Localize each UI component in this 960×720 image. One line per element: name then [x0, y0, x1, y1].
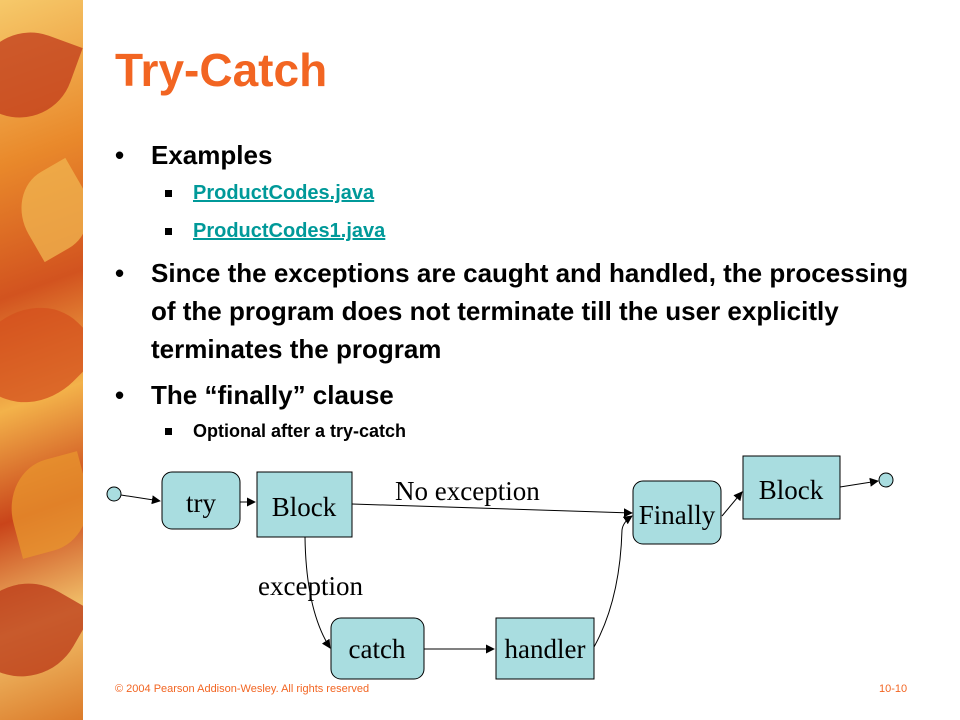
bullet-finally-clause: • The “finally” clause [115, 376, 915, 414]
slide-title: Try-Catch [115, 44, 328, 96]
node-label: Block [759, 475, 824, 505]
arrow-no-exception [351, 503, 633, 518]
footer-page-number: 10-10 [879, 683, 908, 695]
label-no-exception: No exception [395, 476, 540, 506]
node-handler: handler [495, 617, 595, 680]
node-label: Block [272, 492, 337, 522]
start-node [106, 486, 122, 502]
bullet-text: The “finally” clause [151, 380, 394, 410]
leaf-shape [0, 451, 83, 559]
bullet-dot: • [115, 258, 125, 288]
bullet-text: Since the exceptions are caught and hand… [151, 258, 909, 364]
end-node [878, 472, 894, 488]
node-try: try [161, 471, 241, 530]
leaf-shape [0, 561, 83, 699]
sub-bullet-link-1: ProductCodes.java [115, 180, 915, 206]
bullet-dot: • [115, 140, 125, 170]
node-label: handler [505, 634, 586, 664]
node-block-2: Block [742, 455, 841, 520]
autumn-leaves-sidebar [0, 0, 83, 720]
square-bullet [165, 190, 172, 197]
label-exception: exception [258, 571, 363, 601]
sub-bullet-optional: Optional after a try-catch [115, 418, 915, 444]
arrow-block-to-end [839, 477, 879, 488]
node-catch: catch [330, 617, 425, 680]
arrow-finally-to-block [721, 491, 743, 517]
arrow-exception [304, 536, 331, 649]
node-finally: Finally [632, 480, 722, 545]
node-block-1: Block [256, 471, 353, 538]
square-bullet [165, 428, 172, 435]
leaf-shape [0, 282, 83, 428]
link-productcodes[interactable]: ProductCodes.java [193, 182, 375, 204]
node-label: catch [349, 634, 406, 664]
footer-copyright: © 2004 Pearson Addison-Wesley. All right… [115, 683, 370, 695]
node-label: try [186, 488, 216, 518]
bullet-text: Examples [151, 140, 273, 170]
leaf-shape [0, 17, 83, 133]
leaf-shape [4, 157, 83, 263]
node-label: Finally [639, 500, 716, 530]
bullet-examples: • Examples [115, 136, 915, 174]
bullet-list: • Examples ProductCodes.java ProductCode… [115, 136, 915, 444]
bullet-dot: • [115, 380, 125, 410]
bullet-exceptions-caught: • Since the exceptions are caught and ha… [115, 254, 915, 368]
arrow-start-to-try [120, 494, 161, 505]
arrow-handler-to-finally [593, 515, 633, 648]
sub-bullet-text: Optional after a try-catch [193, 421, 407, 441]
square-bullet [165, 228, 172, 235]
sub-bullet-link-2: ProductCodes1.java [115, 218, 915, 244]
link-productcodes1[interactable]: ProductCodes1.java [193, 220, 386, 242]
